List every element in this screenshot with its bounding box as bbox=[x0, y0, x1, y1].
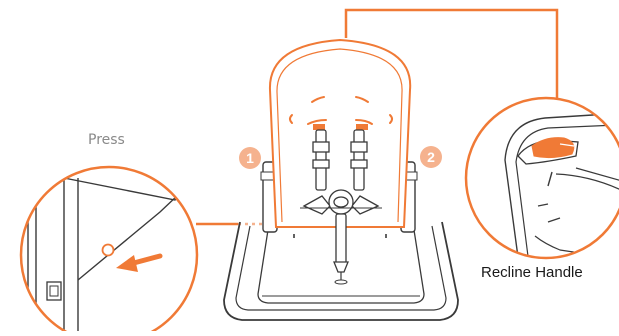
marker-2: 2 bbox=[420, 146, 442, 168]
press-button-icon bbox=[103, 245, 114, 256]
recline-handle-label: Recline Handle bbox=[481, 264, 583, 281]
recline-handle-zoom bbox=[460, 90, 619, 272]
high-chair-seat-icon bbox=[224, 40, 458, 320]
press-detail-zoom bbox=[0, 150, 220, 331]
press-label: Press bbox=[88, 132, 125, 148]
marker-1: 1 bbox=[239, 147, 261, 169]
